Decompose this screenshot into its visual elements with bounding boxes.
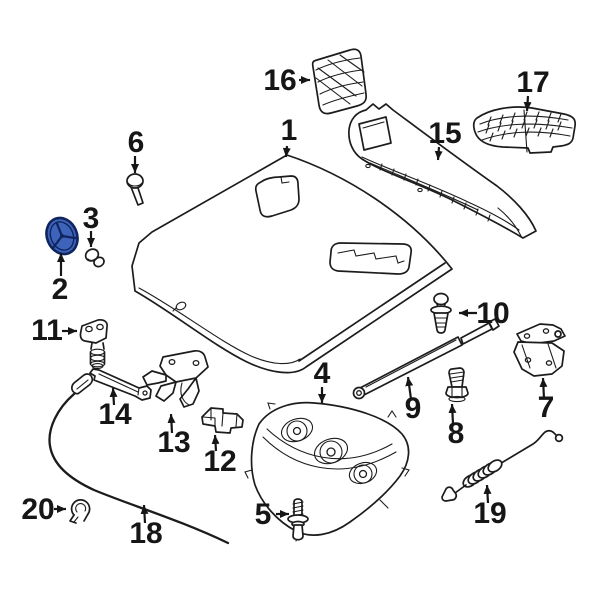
- part-20-drawing-cable-clip[interactable]: [69, 499, 91, 524]
- part-10-drawing-ball-stud[interactable]: [430, 292, 452, 334]
- part-5-callout[interactable]: 5: [255, 498, 289, 531]
- part-7-drawing-hood-hinge[interactable]: [513, 323, 566, 377]
- part-9-label[interactable]: 9: [405, 392, 422, 425]
- part-labels: 1 2 3 4 5 6 7 8: [21, 64, 554, 550]
- part-14-label[interactable]: 14: [98, 398, 132, 431]
- part-12-drawing-latch-bracket[interactable]: [201, 407, 244, 434]
- part-8-drawing-hinge-bolt[interactable]: [445, 367, 469, 403]
- part-16-callout[interactable]: 16: [263, 64, 310, 97]
- part-6-drawing-rivet[interactable]: [126, 173, 144, 206]
- part-8-arrow: [448, 403, 457, 425]
- part-7-callout[interactable]: 7: [538, 377, 555, 424]
- part-14-callout[interactable]: 14: [98, 387, 132, 431]
- part-4-drawing-insulation-pad[interactable]: [244, 401, 410, 542]
- part-15-label[interactable]: 15: [428, 117, 461, 150]
- part-10-label[interactable]: 10: [476, 297, 509, 330]
- part-16-label[interactable]: 16: [263, 64, 296, 97]
- part-17-callout[interactable]: 17: [516, 66, 550, 112]
- part-5-drawing-retainer-bolt[interactable]: [287, 498, 309, 541]
- part-13-drawing-hood-latch[interactable]: [142, 349, 209, 408]
- part-18-drawing-release-cable[interactable]: [48, 373, 230, 545]
- part-17-drawing-vent-grille-right[interactable]: [472, 106, 577, 154]
- part-19-drawing-release-cable-rear[interactable]: [441, 429, 564, 502]
- part-18-arrow: [140, 504, 149, 524]
- part-8-callout[interactable]: 8: [448, 403, 465, 450]
- part-2-callout[interactable]: 2: [52, 253, 69, 306]
- part-13-arrow: [167, 413, 176, 434]
- part-5-label[interactable]: 5: [255, 498, 272, 531]
- part-1-callout[interactable]: 1: [281, 114, 298, 158]
- part-9-arrow: [405, 376, 414, 400]
- part-1-arrow: [282, 145, 291, 158]
- part-3-drawing-grommet[interactable]: [83, 247, 105, 269]
- part-3-label[interactable]: 3: [83, 202, 100, 235]
- part-12-arrow: [211, 434, 220, 452]
- part-4-callout[interactable]: 4: [314, 357, 331, 403]
- part-1-label[interactable]: 1: [281, 114, 298, 147]
- part-1-drawing-hood-panel[interactable]: [131, 154, 453, 374]
- part-8-label[interactable]: 8: [448, 417, 465, 450]
- part-12-callout[interactable]: 12: [203, 434, 237, 478]
- part-17-label[interactable]: 17: [516, 66, 549, 99]
- part-3-callout[interactable]: 3: [83, 202, 100, 247]
- part-6-callout[interactable]: 6: [128, 126, 145, 173]
- part-9-callout[interactable]: 9: [405, 376, 422, 425]
- part-2-label[interactable]: 2: [52, 273, 69, 306]
- part-9-drawing-lift-support[interactable]: [352, 318, 500, 400]
- part-14-arrow: [109, 387, 118, 406]
- part-2-drawing-emblem-selected[interactable]: [41, 213, 83, 259]
- part-12-label[interactable]: 12: [203, 445, 236, 478]
- part-4-label[interactable]: 4: [314, 357, 331, 390]
- part-18-callout[interactable]: 18: [129, 504, 163, 550]
- part-15-arrow: [434, 146, 443, 161]
- part-15-callout[interactable]: 15: [428, 117, 462, 161]
- part-16-drawing-vent-grille-left[interactable]: [311, 48, 368, 115]
- part-20-label[interactable]: 20: [21, 493, 54, 526]
- part-13-label[interactable]: 13: [157, 426, 190, 459]
- part-7-label[interactable]: 7: [538, 391, 555, 424]
- part-11-callout[interactable]: 11: [31, 314, 77, 347]
- part-14-drawing-support-rod[interactable]: [89, 368, 152, 401]
- part-17-arrow: [523, 95, 532, 112]
- part-19-label[interactable]: 19: [473, 497, 506, 530]
- part-11-label[interactable]: 11: [31, 314, 63, 347]
- part-20-callout[interactable]: 20: [21, 493, 66, 526]
- part-11-drawing-hood-bumper[interactable]: [79, 318, 108, 369]
- part-15-drawing-cowl-vent-panel[interactable]: [348, 103, 537, 239]
- part-10-callout[interactable]: 10: [459, 297, 510, 330]
- part-19-callout[interactable]: 19: [473, 484, 507, 530]
- part-13-callout[interactable]: 13: [157, 413, 191, 459]
- part-6-label[interactable]: 6: [128, 126, 145, 159]
- part-19-arrow: [483, 484, 492, 504]
- part-7-arrow: [539, 377, 548, 400]
